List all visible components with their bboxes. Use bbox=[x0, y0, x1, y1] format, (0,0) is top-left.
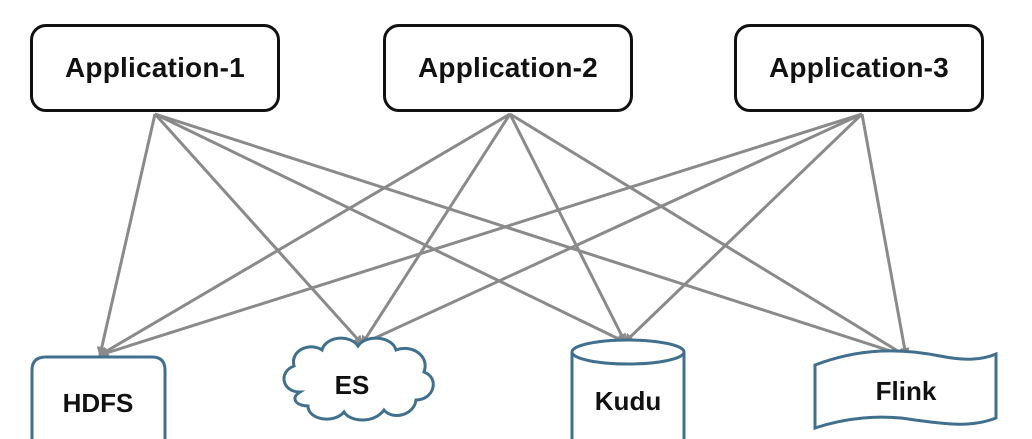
hdfs-document-shape bbox=[30, 355, 167, 439]
application-3-box: Application-3 bbox=[734, 24, 984, 112]
es-node: ES bbox=[282, 336, 435, 422]
application-1-box: Application-1 bbox=[30, 24, 280, 112]
flink-banner-shape bbox=[813, 349, 998, 431]
hdfs-node: HDFS bbox=[30, 355, 167, 439]
es-cloud-shape bbox=[282, 336, 435, 422]
application-2-box: Application-2 bbox=[383, 24, 633, 112]
arrow-app-2-to-hdfs bbox=[98, 112, 511, 357]
arrow-app-3-to-hdfs bbox=[98, 112, 863, 358]
arrow-app-3-to-es bbox=[360, 112, 863, 346]
kudu-label: Kudu bbox=[595, 386, 661, 416]
arrow-app-1-to-flink bbox=[154, 112, 908, 359]
application-3-label: Application-3 bbox=[769, 52, 949, 83]
kudu-node: Kudu bbox=[570, 338, 686, 439]
arrow-app-1-to-kudu bbox=[154, 112, 627, 344]
kudu-cylinder-top bbox=[570, 338, 686, 366]
arrow-app-3-to-flink bbox=[860, 113, 910, 358]
arrow-app-3-to-kudu bbox=[623, 112, 864, 344]
arrow-app-1-to-es bbox=[153, 112, 364, 346]
kudu-cylinder-body bbox=[570, 352, 686, 439]
hdfs-label: HDFS bbox=[63, 388, 134, 418]
arrow-app-2-to-flink bbox=[509, 112, 908, 358]
application-1-label: Application-1 bbox=[65, 52, 245, 83]
arrow-app-1-to-hdfs bbox=[96, 113, 157, 357]
arrow-app-2-to-es bbox=[360, 113, 512, 346]
flink-node: Flink bbox=[813, 349, 998, 431]
application-2-label: Application-2 bbox=[418, 52, 598, 83]
arrow-app-2-to-kudu bbox=[508, 113, 627, 344]
flink-label: Flink bbox=[876, 376, 937, 406]
es-label: ES bbox=[335, 370, 370, 400]
